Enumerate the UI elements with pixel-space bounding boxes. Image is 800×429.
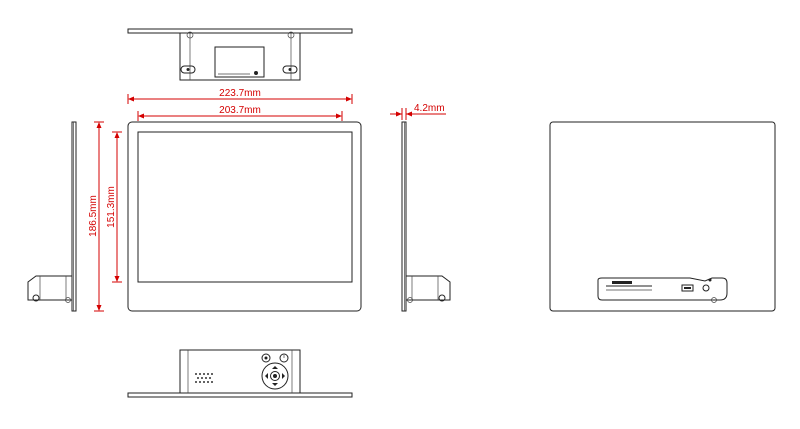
dimension-depth: 4.2mm: [390, 103, 446, 120]
overall-height-label: 186.5mm: [88, 195, 99, 237]
screen-width-label: 203.7mm: [219, 105, 261, 116]
dimension-overall-height: 186.5mm: [88, 121, 104, 312]
back-view: [549, 121, 776, 312]
depth-label: 4.2mm: [414, 103, 445, 114]
top-view: [127, 28, 353, 81]
front-view: [127, 121, 362, 312]
control-pad: [261, 353, 289, 390]
speaker-grille: [195, 373, 213, 383]
dimension-overall-width: 223.7mm: [127, 88, 353, 104]
bottom-view: [127, 349, 353, 398]
screen-height-label: 151.3mm: [106, 186, 117, 228]
left-side-view: [27, 121, 77, 312]
overall-width-label: 223.7mm: [219, 88, 261, 99]
dimension-screen-height: 151.3mm: [106, 131, 122, 283]
right-side-view: [401, 121, 451, 312]
dimension-screen-width: 203.7mm: [137, 105, 343, 121]
